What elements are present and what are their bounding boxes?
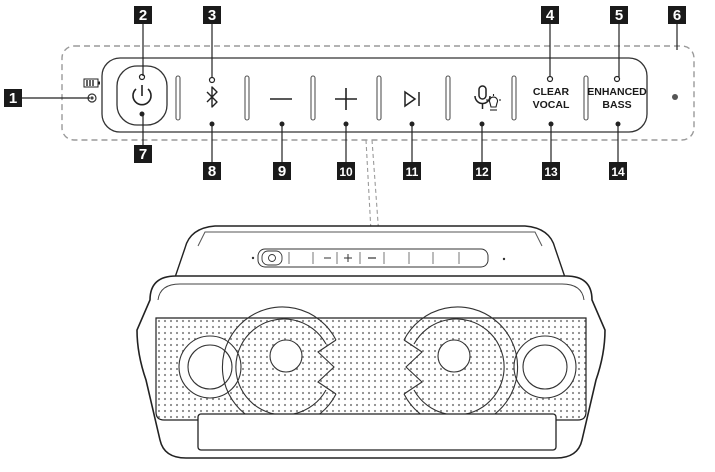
callout-9: 9 <box>273 162 291 180</box>
control-panel: CLEAR VOCAL ENHANCED BASS <box>62 46 694 140</box>
callout-6: 6 <box>668 6 686 24</box>
svg-text:3: 3 <box>208 7 216 24</box>
battery-icon <box>84 79 100 87</box>
svg-text:5: 5 <box>615 7 623 24</box>
clear-vocal-line2: VOCAL <box>533 99 570 111</box>
svg-text:13: 13 <box>544 165 558 179</box>
svg-text:2: 2 <box>139 7 147 24</box>
svg-text:11: 11 <box>406 165 419 179</box>
callout-2: 2 <box>134 6 152 24</box>
power-sensor-dot <box>140 112 145 117</box>
callout-10: 10 <box>337 162 355 180</box>
play-pause-button[interactable] <box>386 66 441 127</box>
side-sensor <box>672 94 678 100</box>
clear-vocal-line1: CLEAR <box>533 86 570 98</box>
enhanced-bass-button[interactable]: ENHANCED BASS <box>587 66 647 127</box>
svg-text:9: 9 <box>278 163 286 180</box>
svg-text:4: 4 <box>546 7 555 24</box>
enhanced-bass-line1: ENHANCED <box>587 86 647 98</box>
enhanced-bass-led <box>615 77 620 82</box>
svg-text:8: 8 <box>208 163 216 180</box>
mini-control-strip <box>252 249 505 267</box>
right-radiator <box>514 336 576 398</box>
bluetooth-button[interactable] <box>190 66 238 127</box>
volume-down-button[interactable] <box>255 66 307 127</box>
svg-text:7: 7 <box>139 146 147 163</box>
mic-light-button[interactable] <box>455 66 507 127</box>
enhanced-bass-line2: BASS <box>602 99 631 111</box>
callout-4: 4 <box>541 6 559 24</box>
callout-8: 8 <box>203 162 221 180</box>
callout-3: 3 <box>203 6 221 24</box>
callout-1: 1 <box>4 89 22 107</box>
clear-vocal-button[interactable]: CLEAR VOCAL <box>520 66 582 127</box>
svg-text:14: 14 <box>611 165 625 179</box>
callout-7: 7 <box>134 145 152 163</box>
svg-text:10: 10 <box>339 165 353 179</box>
callout-14: 14 <box>609 162 627 180</box>
svg-text:12: 12 <box>475 165 489 179</box>
svg-text:1: 1 <box>9 90 17 107</box>
svg-text:6: 6 <box>673 7 681 24</box>
speaker-body <box>137 226 605 458</box>
power-led <box>140 75 145 80</box>
left-radiator <box>179 336 241 398</box>
clear-vocal-led <box>548 77 553 82</box>
volume-up-button[interactable] <box>320 66 372 127</box>
callout-12: 12 <box>473 162 491 180</box>
handle-slot <box>198 414 556 450</box>
callout-11: 11 <box>403 162 421 180</box>
callout-13: 13 <box>542 162 560 180</box>
callout-5: 5 <box>610 6 628 24</box>
bluetooth-led <box>210 78 215 83</box>
